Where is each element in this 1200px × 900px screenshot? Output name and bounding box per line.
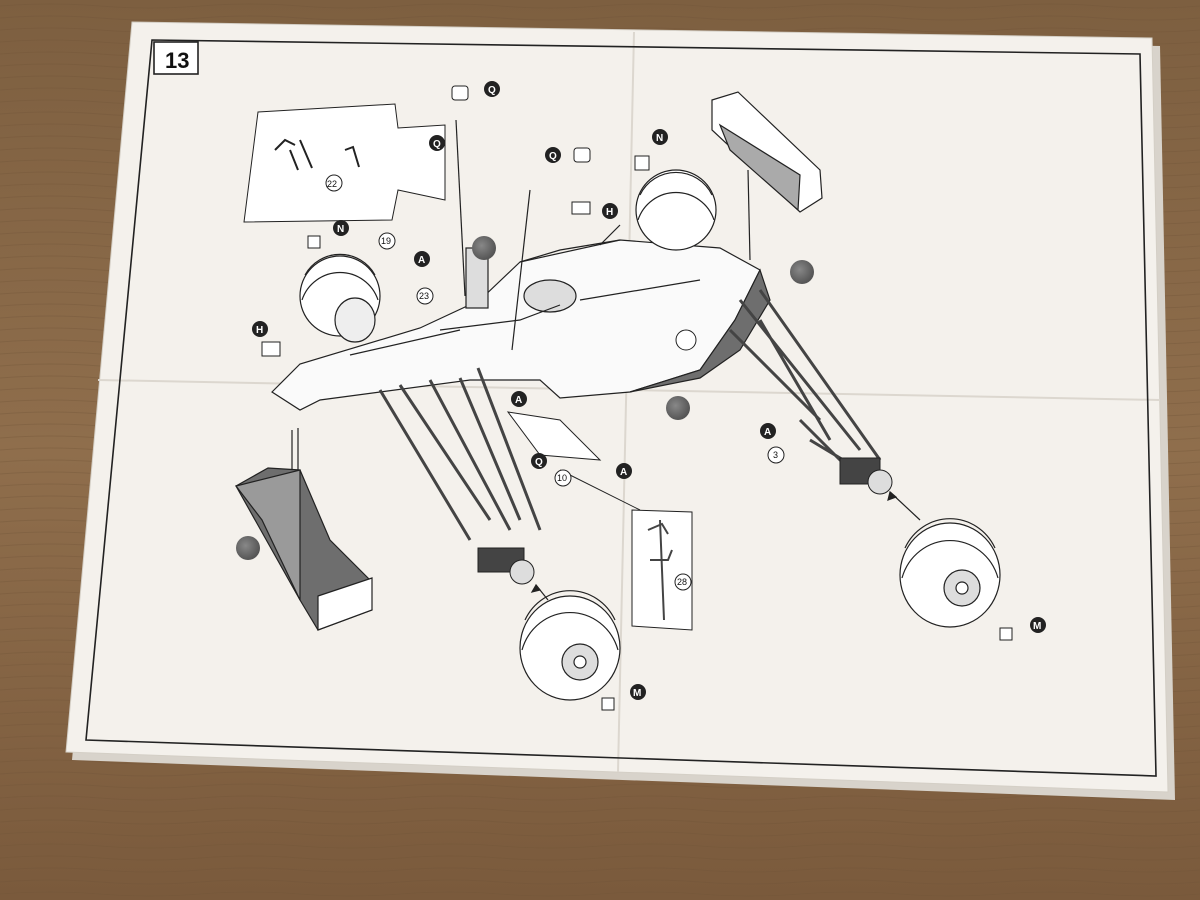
part-number-10: 10: [557, 473, 567, 483]
badge-Q2: Q: [433, 139, 441, 150]
badge-A4: A: [764, 427, 771, 438]
front-wing: [234, 428, 373, 631]
paper-sheet: [65, 21, 1169, 793]
glue-dot-4: [236, 536, 260, 560]
badge-A2: A: [515, 395, 522, 406]
inset-detail-box: 22: [243, 103, 446, 223]
part-number-badges: [378, 232, 785, 487]
badge-N2: N: [337, 224, 344, 235]
fold-vertical: [617, 31, 635, 773]
rear-wing: [711, 91, 823, 261]
badge-H1: H: [256, 325, 263, 336]
instruction-frame: [85, 39, 1157, 777]
glue-dot-2: [790, 260, 814, 284]
badge-Q1: Q: [488, 85, 496, 96]
wheel-rear-right: [899, 518, 1001, 628]
hub-rear-left: [477, 547, 535, 585]
small-parts: [261, 85, 1013, 711]
part-letter-badges: Q Q Q Q N N H H A A A A M M: [252, 81, 1046, 700]
step-number: 13: [165, 48, 189, 73]
badge-H2: H: [606, 207, 613, 218]
badge-M2: M: [633, 688, 641, 699]
part-number-28: 28: [677, 577, 687, 587]
badge-A1: A: [418, 255, 425, 266]
part-number-23: 23: [419, 291, 429, 301]
glue-dot-3: [666, 396, 690, 420]
part-number-3: 3: [773, 450, 778, 460]
hub-rear-right: [839, 457, 893, 495]
badge-A3: A: [620, 467, 627, 478]
badge-Q4: Q: [535, 457, 543, 468]
part-number-22: 22: [327, 179, 337, 189]
assembly-arrows: [455, 119, 921, 601]
glue-dot-5: [675, 329, 697, 351]
wheel-front-right: [635, 169, 717, 251]
sidepod-panel: [506, 411, 602, 461]
car-chassis: [271, 239, 771, 411]
part-number-19: 19: [381, 236, 391, 246]
badge-Q3: Q: [549, 151, 557, 162]
glue-dot-1: [472, 236, 496, 260]
step-number-badge: 13: [153, 41, 199, 75]
wheel-rear-left: [519, 590, 621, 701]
badge-N1: N: [656, 133, 663, 144]
inset-detail-box-2: 28: [559, 469, 693, 631]
badge-M1: M: [1033, 621, 1041, 632]
wheel-front-left: [299, 253, 381, 343]
suspension-arms: [378, 289, 882, 541]
